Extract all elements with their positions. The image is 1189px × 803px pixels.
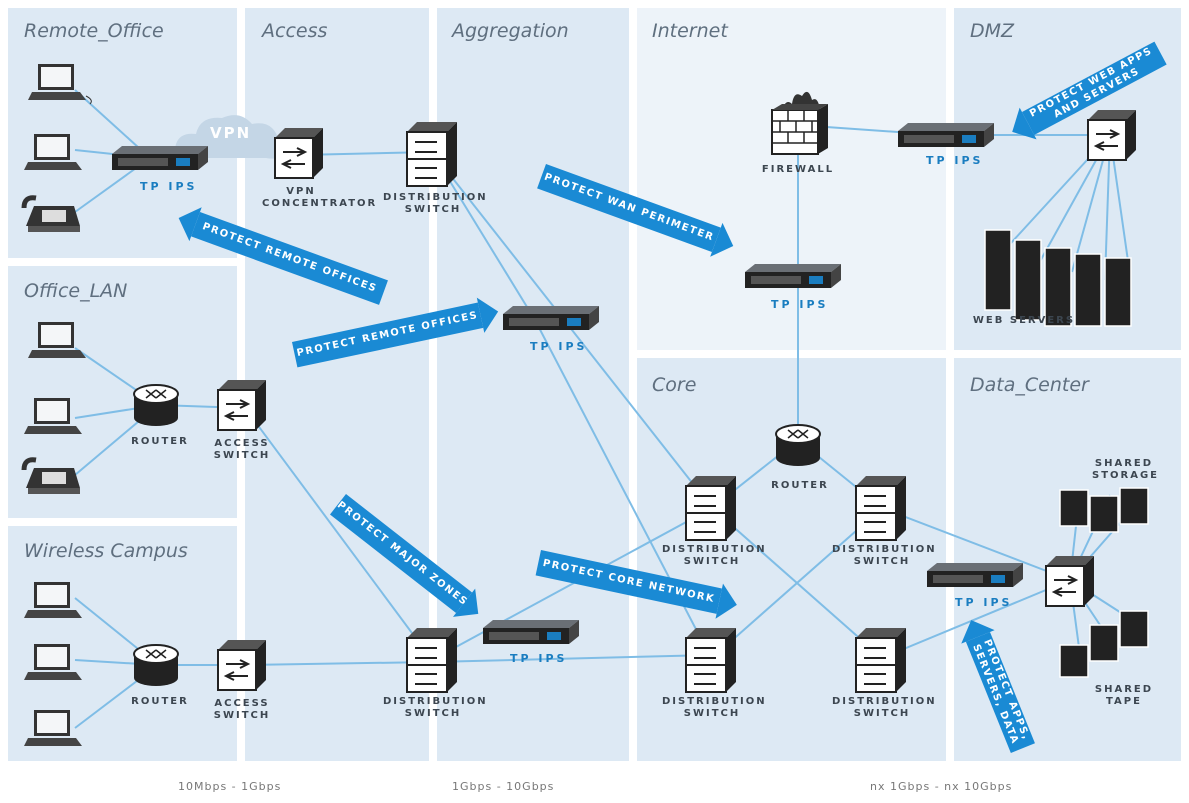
firewall-icon [768, 90, 832, 156]
distribution-switch-icon [855, 628, 908, 694]
laptop-icon [28, 62, 92, 105]
phone-icon [21, 457, 82, 496]
tp-ips-label: TP IPS [926, 154, 984, 167]
laptop-icon [24, 708, 84, 750]
router-icon [132, 380, 184, 428]
web-servers-icon [984, 218, 1145, 328]
tp-ips-label: TP IPS [140, 180, 198, 193]
ips-appliance-icon [927, 563, 1023, 589]
router-label: ROUTER [131, 436, 189, 447]
distribution-switch-icon [406, 122, 459, 188]
tp-ips-label: TP IPS [955, 596, 1013, 609]
zone-title-office-lan: Office_LAN [24, 280, 128, 302]
vpn-concentrator-icon [274, 128, 325, 180]
shared-tape-icon [1059, 605, 1160, 678]
zone-title-internet: Internet [652, 20, 728, 42]
phone-icon [21, 195, 82, 234]
ips-appliance-icon [745, 264, 841, 290]
zone-title-wireless-campus: Wireless Campus [24, 540, 188, 562]
laptop-icon [24, 580, 84, 622]
zone-title-remote-office: Remote_Office [24, 20, 164, 42]
router-label: ROUTER [771, 480, 829, 491]
tp-ips-label: TP IPS [771, 298, 829, 311]
access-switch-icon [217, 640, 268, 692]
web-servers-label: WEB SERVERS [972, 315, 1076, 326]
distribution-switch-icon [406, 628, 459, 694]
router-label: ROUTER [131, 696, 189, 707]
speed-core: nx 1Gbps - nx 10Gbps [870, 780, 1013, 793]
tp-ips-label: TP IPS [530, 340, 588, 353]
ips-appliance-icon [898, 123, 994, 149]
distribution-switch-icon [855, 476, 908, 542]
tp-ips-label: TP IPS [510, 652, 568, 665]
shared-storage-icon [1059, 480, 1160, 540]
router-icon [132, 640, 184, 688]
ips-appliance-icon [503, 306, 599, 332]
zone-title-data-center: Data_Center [970, 374, 1089, 396]
distribution-switch-icon [685, 476, 738, 542]
zone-title-core: Core [652, 374, 697, 396]
speed-access: 10Mbps - 1Gbps [178, 780, 282, 793]
zone-title-aggregation: Aggregation [452, 20, 569, 42]
vpn-label: VPN [210, 124, 252, 142]
firewall-label: FIREWALL [761, 164, 835, 175]
dmz-switch-icon [1087, 110, 1138, 162]
zone-title-access: Access [262, 20, 328, 42]
laptop-icon [24, 132, 84, 174]
laptop-icon [28, 320, 86, 362]
data-center-switch-icon [1045, 556, 1096, 608]
distribution-switch-icon [685, 628, 738, 694]
ips-appliance-icon [112, 146, 208, 172]
laptop-icon [24, 642, 84, 684]
access-switch-icon [217, 380, 268, 432]
laptop-icon [24, 396, 84, 438]
ips-appliance-icon [483, 620, 579, 646]
speed-aggregation: 1Gbps - 10Gbps [452, 780, 555, 793]
zone-title-dmz: DMZ [970, 20, 1015, 42]
zone-internet [637, 8, 946, 350]
router-icon [774, 420, 826, 468]
